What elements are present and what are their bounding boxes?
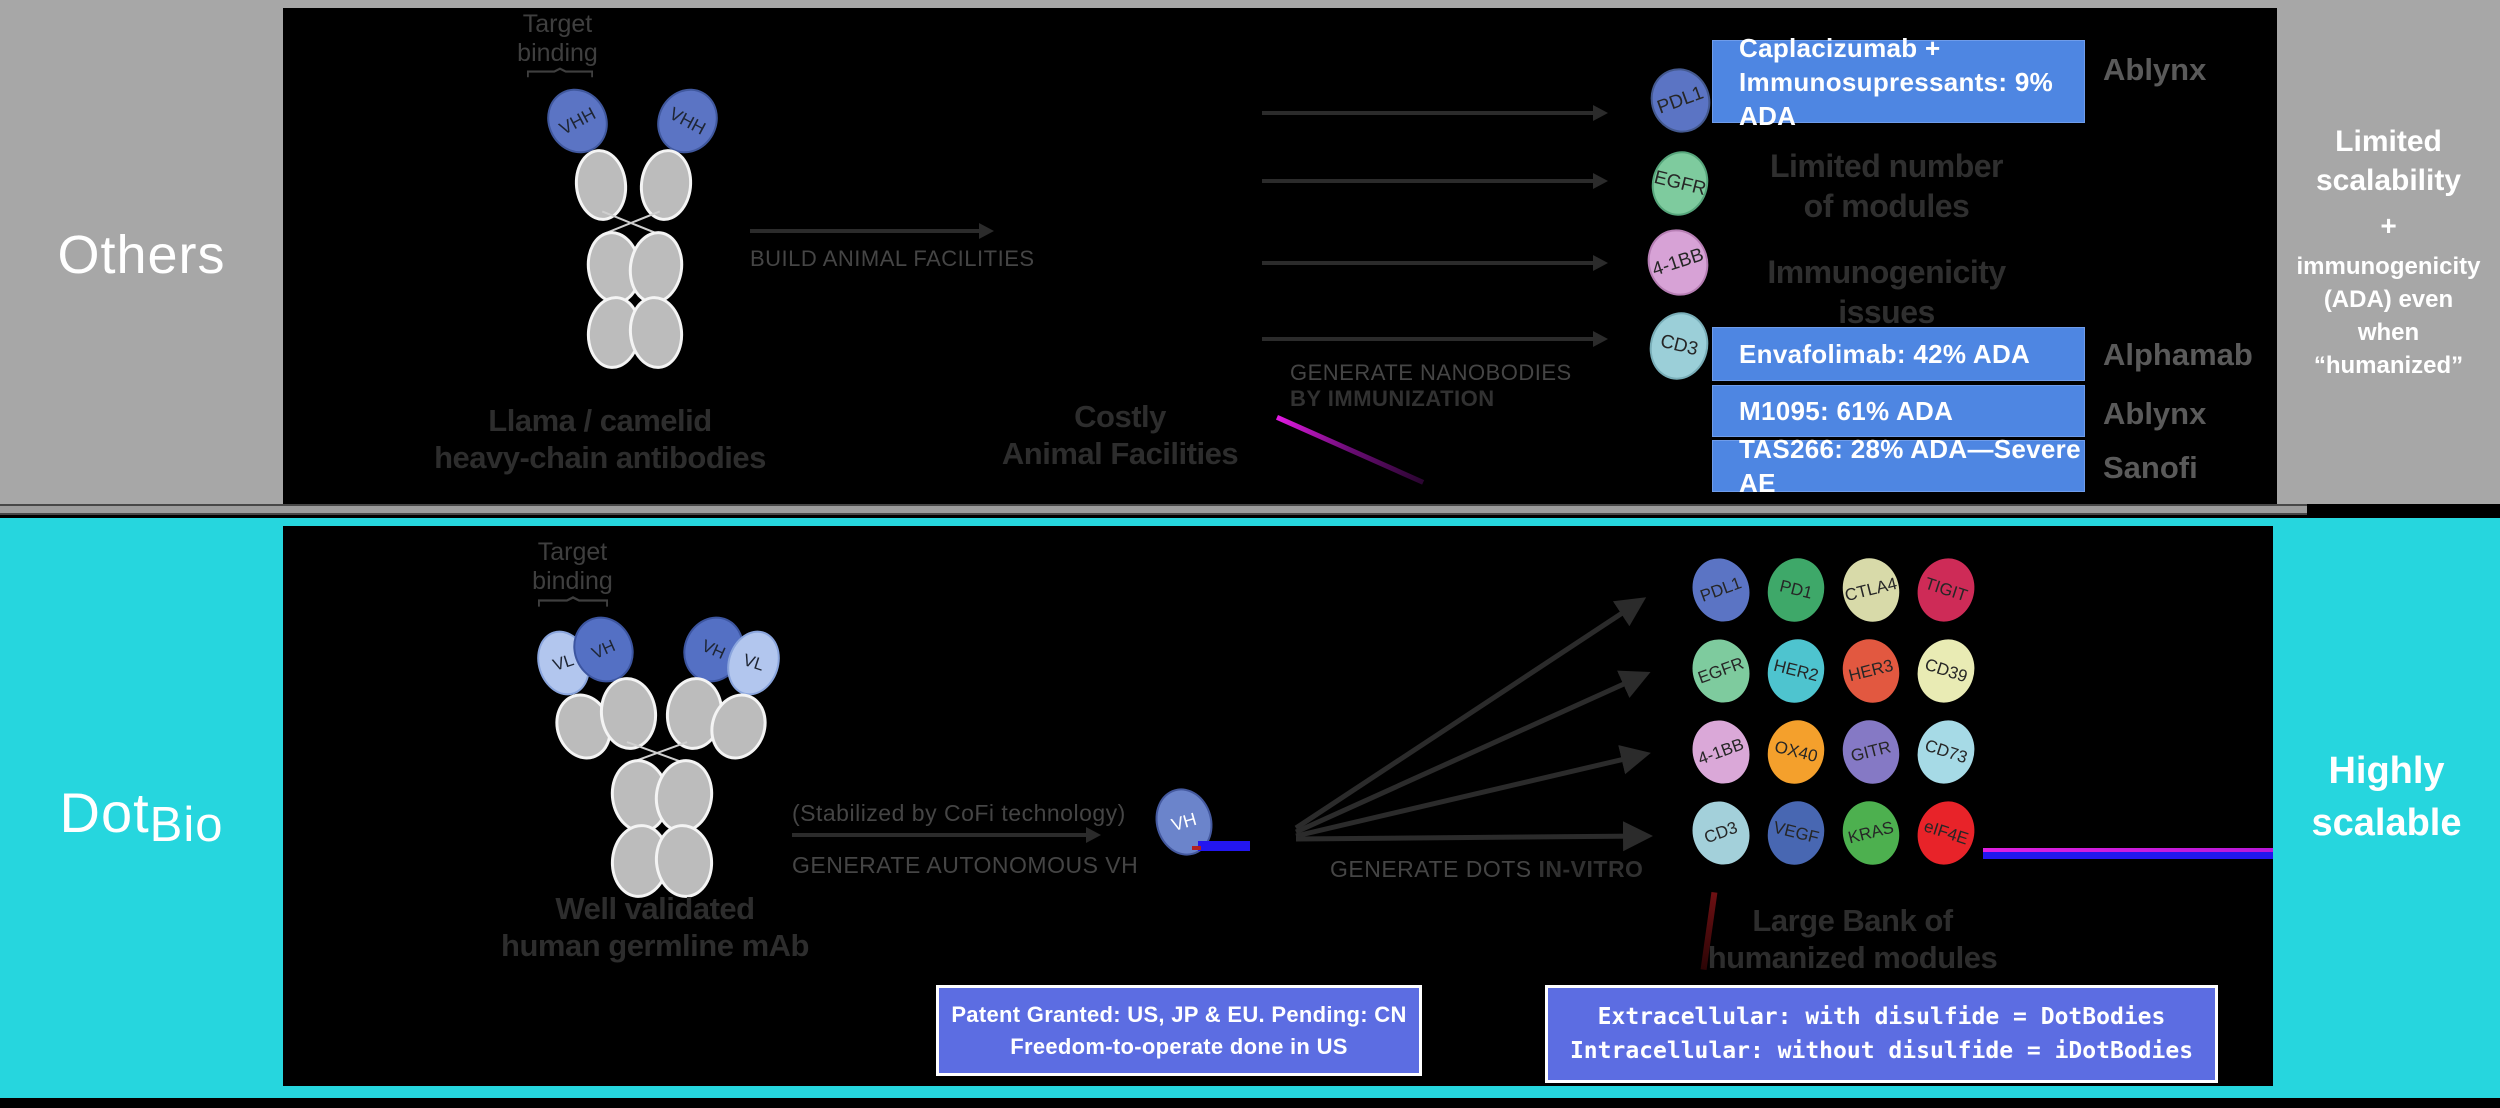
module-cd73: CD73 [1909,712,1983,792]
module-gitr: GITR [1836,714,1906,790]
module-cd3: CD3 [1683,793,1759,873]
bottom-antibody-caption: Well validated human germline mAb [501,891,809,963]
target-arrow [1262,331,1608,347]
patent-box: Patent Granted: US, JP & EU. Pending: CN… [936,985,1422,1076]
top-frame-strip [0,0,2500,8]
module-ctla4: CTLA4 [1836,552,1906,628]
glitch-blue-line2 [1983,852,2273,859]
vl-right-label: VL [740,650,767,675]
generate-dots-label: GENERATE DOTS IN-VITRO [1330,856,1644,882]
ada-box-m1095: M1095: 61% ADA [1712,385,2085,437]
module-kras: KRAS [1836,795,1906,871]
module-cd39: CD39 [1909,631,1983,711]
dotbio-panel: DotBio [0,518,283,1086]
company-ablynx-2: Ablynx [2103,396,2207,431]
highly-scalable-panel: Highly scalable [2273,518,2500,1086]
target-arrow [1262,255,1608,271]
vhh-right-label: VHH [666,102,710,139]
ada-box-envafolimab: Envafolimab: 42% ADA [1712,327,2085,381]
company-alphamab: Alphamab [2103,337,2253,372]
company-ablynx-1: Ablynx [2103,52,2207,87]
module-egfr: EGFR [1683,631,1759,711]
autonomous-vh-arrow [792,827,1101,843]
company-sanofi: Sanofi [2103,450,2198,485]
module-pdl1: PDL1 [1683,550,1759,630]
bank-caption: Large Bank of humanized modules [1707,903,1998,975]
generate-nanobodies-label: GENERATE NANOBODIES BY IMMUNIZATION [1290,360,1572,411]
target-binding-label-top: Target binding [517,10,598,67]
dotbio-logo: DotBio [59,780,224,852]
top-antibody-caption: Llama / camelid heavy-chain antibodies [434,403,766,475]
module-her3: HER3 [1836,633,1906,709]
vh-left-label: VH [588,635,618,663]
section-divider [0,504,2307,515]
autonomous-vh-label: GENERATE AUTONOMOUS VH [792,852,1139,878]
target-label: 4-1BB [1649,243,1707,281]
antibody-domain-oval [636,146,696,224]
fc-domain-oval [625,293,687,372]
dots-fan-arrows [1294,597,1653,852]
target-binding-label-bottom: Target binding [532,538,613,595]
vl-left-label: VL [550,650,577,675]
target-label: CD3 [1658,330,1701,361]
cofi-note: (Stabilized by CoFi technology) [792,800,1126,826]
others-label: Others [57,225,226,285]
target-label: PDL1 [1654,82,1707,119]
glitch-blue-line [1198,841,1250,851]
module-vegf: VEGF [1761,795,1831,871]
build-facilities-label: BUILD ANIMAL FACILITIES [750,246,1035,271]
module-tigit: TIGIT [1909,550,1983,630]
ada-box-tas266: TAS266: 28% ADA—Severe AE [1712,434,2085,498]
target-arrow [1262,105,1608,121]
module-grid: PDL1 PD1 CTLA4 TIGIT EGFR HER2 HER3 CD39… [1683,550,1983,873]
module-ox40: OX40 [1761,714,1831,790]
glitch-magenta-line [1983,848,2273,852]
module-eif4e: eIF4E [1909,793,1983,873]
bottom-frame-bottom-strip [0,1086,2500,1098]
target-oval-pdl1: PDL1 [1641,59,1720,142]
module-her2: HER2 [1761,633,1831,709]
vhh-left-label: VHH [555,102,599,139]
build-facilities-arrow [750,223,994,239]
bracket-icon [538,596,608,607]
vh-right-label: VH [699,635,729,663]
target-arrow [1262,173,1608,189]
glitch-red-tick [1192,846,1201,850]
bottom-frame-top-strip [283,518,2273,526]
glitch-streak [1275,415,1425,485]
highly-scalable-text: Highly scalable [2311,750,2462,844]
module-41bb: 4-1BB [1683,712,1759,792]
bracket-icon [527,67,593,78]
costly-caption: Costly Animal Facilities [1001,399,1239,471]
vh-module-label: VH [1169,808,1199,835]
ada-box-caplacizumab: Caplacizumab + Immunosupressants: 9% ADA [1712,33,2085,131]
module-pd1: PD1 [1761,552,1831,628]
others-panel: Others [0,6,283,504]
dotbodies-box: Extracellular: with disulfide = DotBodie… [1545,985,2218,1083]
